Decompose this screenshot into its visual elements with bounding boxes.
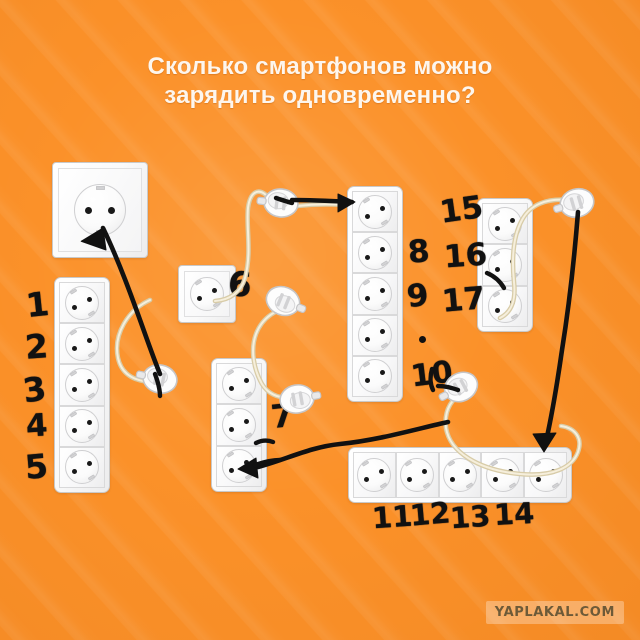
socket-face <box>65 326 99 361</box>
socket-face <box>358 194 392 229</box>
ink-tick-middle <box>252 457 283 468</box>
socket-face <box>222 407 256 442</box>
arrowhead-source-socket <box>80 227 107 251</box>
socket-pin <box>108 207 115 214</box>
socket-cell[interactable] <box>395 452 439 498</box>
socket-cell[interactable] <box>352 191 398 233</box>
socket-cell[interactable] <box>59 446 105 489</box>
socket-cell[interactable] <box>352 314 398 356</box>
ink-tick-17 <box>484 270 507 291</box>
ink-tick-strip7 <box>253 438 276 446</box>
ink-line-to-middle-strip <box>255 419 451 470</box>
socket-cell[interactable] <box>353 452 396 498</box>
socket-face <box>400 458 435 492</box>
socket-face <box>190 277 224 311</box>
arrowhead-center-tall <box>337 193 356 213</box>
socket-cell[interactable] <box>352 232 398 274</box>
socket-face <box>358 318 392 353</box>
socket-face <box>488 206 522 241</box>
ink-dot <box>419 336 426 343</box>
strip-middle[interactable] <box>211 358 267 492</box>
socket-face <box>222 366 256 401</box>
arrowhead-bottom-strip <box>532 432 557 453</box>
socket-cell[interactable] <box>59 282 105 324</box>
socket-cell[interactable] <box>216 404 262 446</box>
ink-line-right-plug-down <box>542 209 581 449</box>
page-title: Сколько смартфонов можно зарядить одновр… <box>0 52 640 110</box>
wall-socket-6[interactable] <box>178 265 236 323</box>
strip-bottom[interactable] <box>348 447 572 503</box>
socket-face <box>65 409 99 444</box>
socket-face <box>65 450 99 485</box>
ink-bracket-10 <box>428 366 436 393</box>
socket-cell[interactable] <box>438 452 482 498</box>
socket-cell[interactable] <box>59 405 105 447</box>
strip-left[interactable] <box>54 277 110 493</box>
ink-line-to-source-socket <box>100 225 163 377</box>
socket-cell[interactable] <box>59 323 105 365</box>
socket-face <box>358 235 392 270</box>
socket-face <box>358 277 392 311</box>
socket-face <box>65 368 99 402</box>
socket-cell[interactable] <box>482 203 528 245</box>
strip-center-tall[interactable] <box>347 186 403 402</box>
title-line-2: зарядить одновременно? <box>164 82 476 109</box>
ink-tick-plug-a <box>273 195 295 206</box>
socket-face <box>357 458 392 492</box>
socket-earth-clip <box>96 186 105 190</box>
socket-cell[interactable] <box>352 273 398 315</box>
title-line-1: Сколько смартфонов можно <box>147 53 493 80</box>
arrowhead-middle-strip <box>237 457 259 479</box>
ink-tick-left-plug <box>152 371 163 399</box>
socket-cell[interactable] <box>59 364 105 406</box>
socket-face <box>358 359 392 394</box>
strip-right[interactable] <box>477 198 533 332</box>
socket-pin <box>85 207 92 214</box>
ink-tick-plug-10 <box>435 383 461 393</box>
socket-face <box>65 285 99 320</box>
socket-cell[interactable] <box>352 355 398 398</box>
socket-face <box>442 458 477 492</box>
watermark: YAPLAKAL.COM <box>485 601 624 624</box>
